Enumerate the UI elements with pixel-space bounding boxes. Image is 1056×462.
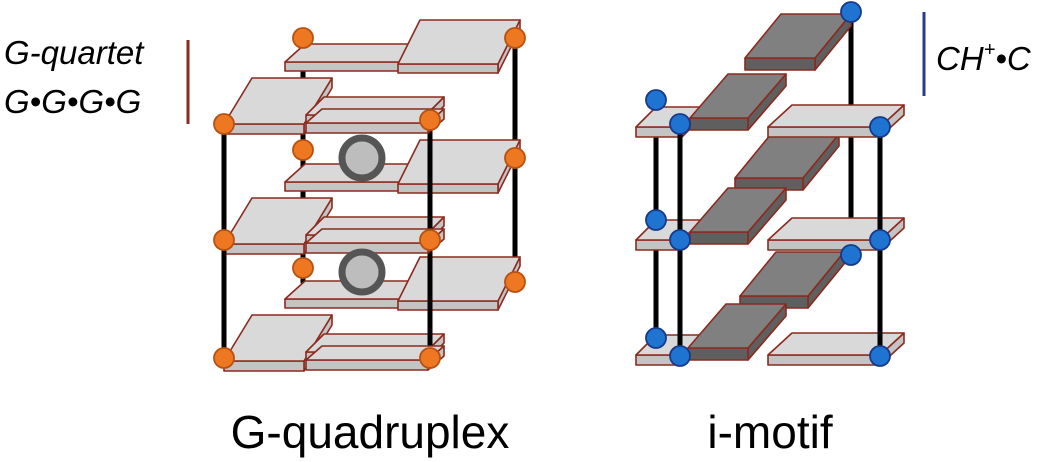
im-dark-plate-back-1-front [744, 57, 816, 71]
gq-plate-front-1-top [305, 108, 445, 124]
gggg-label: G•G•G•G [4, 83, 141, 120]
gq-plate-back-right-front [397, 300, 499, 311]
im-plate-right-1-top [767, 104, 905, 128]
im-node-back-1 [645, 89, 667, 111]
gq-cation-1 [338, 134, 386, 182]
im-dark-plate-front-2 [689, 187, 787, 245]
gq-plate-back-right-top [397, 19, 521, 65]
ch-c-label: CH+•C [936, 39, 1032, 77]
gq-plate-back-left-front [284, 298, 404, 309]
gq-plate-front-left-front [223, 360, 305, 372]
gq-plate-back-right-front [397, 63, 499, 74]
gq-node-front-2 [419, 109, 441, 131]
gq-plate-back-left-front [284, 181, 404, 192]
g-quadruplex-diagram [213, 19, 526, 372]
gq-node-front-6 [419, 347, 441, 369]
gq-plate-front-left-front [223, 243, 305, 255]
im-node-front-6 [869, 345, 891, 367]
im-dark-plate-back-1 [744, 13, 852, 71]
im-dark-plate-front-1 [689, 73, 787, 131]
im-node-back-5 [645, 327, 667, 349]
gq-node-back-2 [504, 27, 526, 49]
gq-node-back-5 [292, 257, 314, 279]
gq-cation-2 [338, 248, 386, 296]
gq-plate-back-right-front [397, 183, 499, 194]
gq-plate-front-3-front [305, 359, 429, 371]
gq-plate-front-left-top [223, 197, 333, 245]
im-dark-plate-front-3 [687, 303, 787, 361]
gq-plate-back-right-top [397, 139, 521, 185]
im-dark-plate-front-2-front [689, 231, 749, 245]
im-node-front-1 [669, 113, 691, 135]
gq-plate-front-left-top [223, 314, 333, 362]
ch-c-suffix: •C [995, 40, 1032, 77]
gq-node-back-6 [504, 271, 526, 293]
im-node-back-4 [840, 244, 862, 266]
ch-c-superscript: + [984, 39, 996, 61]
im-node-front-4 [869, 229, 891, 251]
im-node-front-2 [869, 116, 891, 138]
gq-node-back-1 [292, 27, 314, 49]
im-dark-plate-back-2 [734, 133, 840, 191]
gq-node-front-3 [213, 229, 235, 251]
ch-c-legend: CH+•C [922, 12, 1032, 96]
gq-plate-front-3-top [305, 345, 445, 361]
gq-plate-front-left-front [223, 123, 305, 135]
im-plate-right-2-front [767, 239, 881, 251]
gq-plate-front-1-front [305, 122, 429, 134]
gq-node-front-1 [213, 113, 235, 135]
gq-node-front-5 [213, 347, 235, 369]
gq-plate-back-right [397, 19, 521, 74]
im-dark-plate-back-3 [739, 251, 845, 309]
gq-node-back-4 [504, 147, 526, 169]
im-dark-plate-front-2-top [689, 187, 787, 233]
gq-plate-front-left-top [223, 77, 333, 125]
gq-node-back-3 [292, 139, 314, 161]
g-quartet-legend: G-quartet G•G•G•G [4, 34, 190, 124]
im-dark-plate-front-3-top [687, 303, 787, 349]
i-motif-diagram [635, 1, 905, 367]
gq-plate-back-right [397, 256, 521, 311]
gq-plate-back-right [397, 139, 521, 194]
g-quartet-label: G-quartet [4, 34, 145, 71]
i-motif-caption: i-motif [707, 406, 832, 458]
gq-plate-back-left-front [284, 61, 404, 72]
im-plate-right-3-top [767, 332, 905, 356]
gq-plate-front-2-top [305, 228, 445, 244]
im-node-front-5 [669, 345, 691, 367]
g-quadruplex-caption: G-quadruplex [231, 406, 510, 458]
gq-plate-back-right-top [397, 256, 521, 302]
im-node-back-3 [645, 209, 667, 231]
im-node-front-3 [669, 229, 691, 251]
im-dark-plate-front-3-front [687, 347, 749, 361]
im-plate-right-1-front [767, 126, 881, 138]
im-node-back-2 [840, 1, 862, 23]
gq-node-front-4 [419, 229, 441, 251]
im-plate-right-2-top [767, 217, 905, 241]
im-plate-right-3-front [767, 354, 881, 366]
im-dark-plate-front-1-top [689, 73, 787, 119]
im-dark-plate-front-1-front [689, 117, 749, 131]
ch-c-prefix: CH [936, 40, 984, 77]
